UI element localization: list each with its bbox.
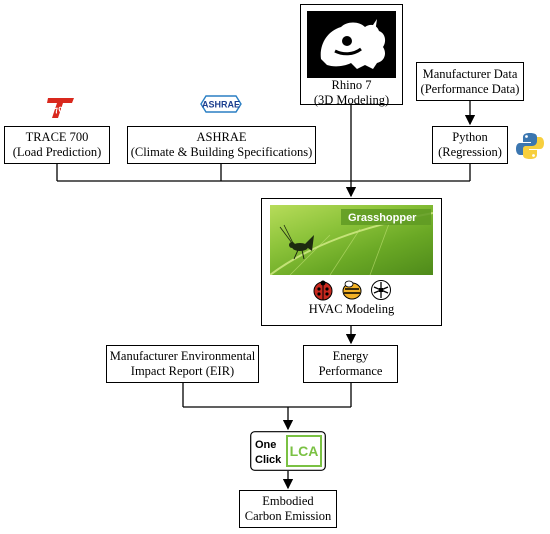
oneclick-text-lca: LCA xyxy=(290,443,319,459)
embodied-line1: Embodied xyxy=(262,494,314,508)
manufacturer-data-node: Manufacturer Data (Performance Data) xyxy=(416,62,524,101)
grasshopper-image: Grasshopper xyxy=(270,205,433,275)
oneclick-text-click: Click xyxy=(255,454,282,466)
dragonfly-icon xyxy=(370,279,392,305)
manufacturer-line1: Manufacturer Data xyxy=(422,66,518,81)
manufacturer-line2: (Performance Data) xyxy=(420,81,520,96)
hvac-modeling-node: Grasshopper xyxy=(261,198,442,326)
python-logo xyxy=(515,131,545,161)
ashrae-line2: (Climate & Building Specifications) xyxy=(130,145,313,159)
eir-node: Manufacturer Environmental Impact Report… xyxy=(106,345,259,383)
ashrae-logo: ASHRAE xyxy=(198,94,244,114)
one-click-lca-logo: One Click LCA xyxy=(250,431,326,471)
ashrae-logo-text: ASHRAE xyxy=(202,100,240,110)
rhino-line2: (3D Modeling) xyxy=(313,93,390,107)
honeybee-icon xyxy=(341,279,363,305)
eir-line1: Manufacturer Environmental xyxy=(109,349,256,363)
trace-line1: TRACE 700 xyxy=(25,130,89,144)
embodied-line2: Carbon Emission xyxy=(244,509,332,523)
python-node: Python (Regression) xyxy=(432,126,508,164)
python-line1: Python xyxy=(452,130,488,144)
ashrae-line1: ASHRAE xyxy=(196,130,247,144)
oneclick-text-one: One xyxy=(255,439,276,451)
rhino-node: Rhino 7 (3D Modeling) xyxy=(300,4,403,107)
trace-700-logo: 700 xyxy=(46,96,76,120)
energy-line1: Energy xyxy=(332,349,369,363)
rhino-logo xyxy=(307,11,396,78)
embodied-carbon-node: Embodied Carbon Emission xyxy=(239,490,337,528)
svg-text:700: 700 xyxy=(53,104,69,116)
ladybug-icon xyxy=(312,279,334,305)
python-line2: (Regression) xyxy=(438,145,502,159)
energy-performance-node: Energy Performance xyxy=(303,345,398,383)
trace-line2: (Load Prediction) xyxy=(12,145,102,159)
energy-line2: Performance xyxy=(318,364,383,378)
hvac-modeling-label: HVAC Modeling xyxy=(308,302,395,316)
eir-line2: Impact Report (EIR) xyxy=(130,364,235,378)
rhino-line1: Rhino 7 xyxy=(331,78,372,92)
grasshopper-text: Grasshopper xyxy=(348,212,417,224)
trace-node: TRACE 700 (Load Prediction) xyxy=(4,126,110,164)
ashrae-node: ASHRAE (Climate & Building Specification… xyxy=(127,126,316,164)
